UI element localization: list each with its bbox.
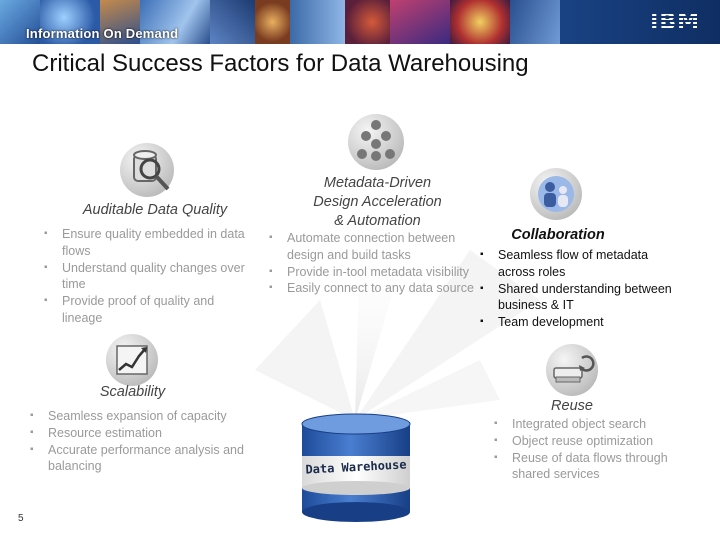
reuse-bullets: Integrated object search Object reuse op… bbox=[492, 416, 707, 483]
list-item: Shared understanding between business & … bbox=[478, 281, 678, 315]
list-item: Understand quality changes over time bbox=[42, 260, 247, 294]
collaboration-title: Collaboration bbox=[511, 227, 605, 243]
banner-image-tile bbox=[0, 0, 40, 44]
banner-image-tile bbox=[345, 0, 390, 44]
header-banner: Information On Demand IBM bbox=[0, 0, 720, 44]
metadata-title: Metadata-Driven Design Acceleration & Au… bbox=[285, 174, 470, 231]
banner-image-tile bbox=[290, 0, 345, 44]
metadata-title-line: Design Acceleration bbox=[313, 194, 442, 210]
banner-image-tile bbox=[450, 0, 510, 44]
banner-image-tile bbox=[510, 0, 560, 44]
metadata-title-line: Metadata-Driven bbox=[323, 175, 432, 191]
recycle-servers-icon bbox=[546, 344, 598, 396]
scalability-bullets: Seamless expansion of capacity Resource … bbox=[28, 408, 258, 475]
ray-lower-right bbox=[355, 360, 500, 420]
banner-image-tile bbox=[255, 0, 290, 44]
collaboration-bullets: Seamless flow of metadata across roles S… bbox=[478, 247, 678, 331]
people-globe-icon bbox=[530, 168, 582, 220]
list-item: Integrated object search bbox=[492, 416, 707, 433]
list-item: Team development bbox=[478, 314, 678, 331]
list-item: Easily connect to any data source bbox=[267, 280, 479, 297]
banner-image-tile bbox=[40, 0, 100, 44]
growth-chart-icon bbox=[106, 334, 158, 386]
metadata-title-line: & Automation bbox=[334, 213, 421, 229]
page-title: Critical Success Factors for Data Wareho… bbox=[32, 50, 529, 77]
metadata-bullets: Automate connection between design and b… bbox=[267, 230, 479, 297]
reuse-title: Reuse bbox=[551, 398, 593, 414]
magnifier-database-icon bbox=[120, 143, 174, 197]
auditable-title: Auditable Data Quality bbox=[82, 202, 228, 218]
database-cylinder-icon bbox=[298, 412, 414, 524]
list-item: Object reuse optimization bbox=[492, 433, 707, 450]
list-item: Seamless expansion of capacity bbox=[28, 408, 258, 425]
auditable-bullets: Ensure quality embedded in data flows Un… bbox=[42, 226, 247, 327]
list-item: Seamless flow of metadata across roles bbox=[478, 247, 678, 281]
banner-title: Information On Demand bbox=[26, 26, 179, 41]
banner-image-tile bbox=[210, 0, 255, 44]
network-nodes-icon bbox=[348, 114, 404, 170]
list-item: Provide in-tool metadata visibility bbox=[267, 264, 479, 281]
scalability-title: Scalability bbox=[99, 384, 166, 400]
list-item: Reuse of data flows through shared servi… bbox=[492, 450, 707, 484]
banner-image-tile bbox=[100, 0, 140, 44]
slide-number: 5 bbox=[18, 513, 24, 524]
banner-image-tile bbox=[390, 0, 450, 44]
list-item: Ensure quality embedded in data flows bbox=[42, 226, 247, 260]
list-item: Provide proof of quality and lineage bbox=[42, 293, 247, 327]
ibm-logo: IBM bbox=[650, 10, 700, 35]
list-item: Accurate performance analysis and balanc… bbox=[28, 442, 258, 476]
ray-left bbox=[255, 300, 355, 420]
banner-image-tile bbox=[140, 0, 210, 44]
list-item: Automate connection between design and b… bbox=[267, 230, 479, 264]
list-item: Resource estimation bbox=[28, 425, 258, 442]
